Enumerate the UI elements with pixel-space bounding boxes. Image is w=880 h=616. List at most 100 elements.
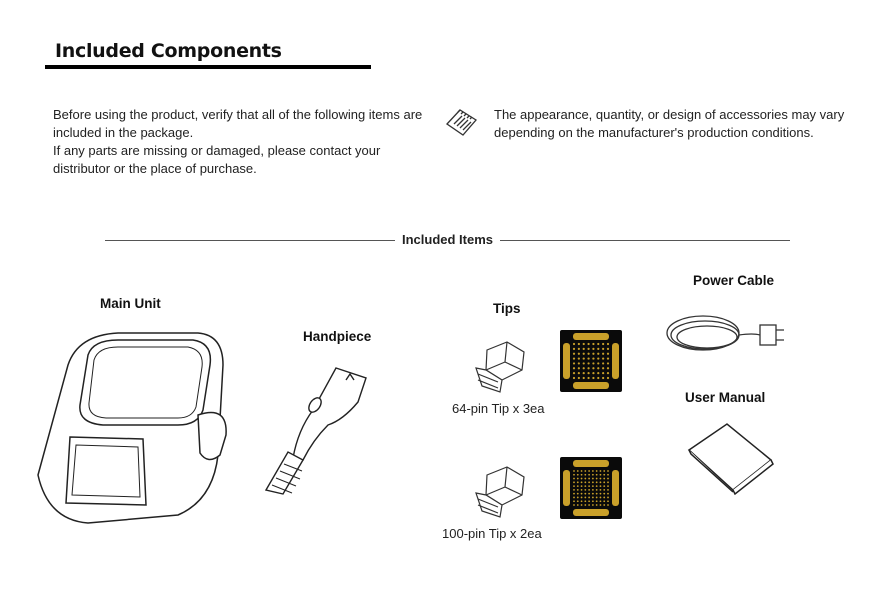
pin-dot	[602, 347, 605, 350]
pin-dot	[607, 477, 609, 480]
pin-dot	[584, 470, 587, 472]
pin-dot	[599, 485, 602, 488]
pin-dot	[577, 362, 580, 365]
pin-dot	[587, 342, 590, 346]
pin-dot	[607, 470, 609, 472]
divider-left	[105, 240, 395, 241]
power-cable-image	[666, 315, 784, 351]
pin-dot	[587, 362, 590, 365]
pin-dot	[591, 477, 594, 480]
pin-dot	[572, 347, 576, 350]
pin-dot	[576, 477, 579, 480]
pin-dot	[591, 488, 594, 491]
pin-dot	[607, 492, 609, 495]
pin-dot	[584, 477, 587, 480]
tip-100-caption: 100-pin Tip x 2ea	[442, 526, 542, 541]
pin-dot	[599, 492, 602, 495]
pin-dot	[597, 342, 600, 346]
pin-dot	[595, 485, 598, 488]
pin-dot	[595, 477, 598, 480]
pin-dot	[591, 473, 594, 476]
pin-dot	[602, 376, 605, 380]
pin-dot	[572, 372, 576, 375]
pin-dot	[607, 504, 609, 506]
pin-dot	[582, 362, 585, 365]
pin-dot	[584, 481, 587, 484]
pin-dot	[572, 352, 576, 355]
pin-dot	[587, 367, 590, 370]
pin-dot	[577, 372, 580, 375]
power-cable-label: Power Cable	[693, 273, 775, 288]
main-unit-label: Main Unit	[100, 296, 161, 311]
tip-64-image	[475, 341, 525, 393]
pin-dot	[603, 504, 606, 506]
pin-dot	[597, 357, 600, 360]
pin-dot	[603, 496, 606, 499]
pin-dot	[580, 488, 583, 491]
pin-dot	[599, 500, 602, 503]
pin-dot	[572, 376, 576, 380]
pin-dot	[603, 488, 606, 491]
pin-dot	[577, 347, 580, 350]
pin-dot	[592, 342, 595, 346]
pin-dot	[607, 500, 609, 503]
title-underline	[45, 65, 371, 69]
pin-dot	[592, 347, 595, 350]
pin-dot	[582, 367, 585, 370]
pin-dot	[602, 362, 605, 365]
pin-dot	[592, 362, 595, 365]
pin-dot	[580, 473, 583, 476]
pin-dot	[602, 367, 605, 370]
pin-dot	[572, 357, 576, 360]
pin-dot	[577, 376, 580, 380]
pin-dot	[595, 504, 598, 506]
pin-dot	[606, 357, 610, 360]
pin-dot	[599, 470, 602, 472]
pin-dot	[607, 481, 609, 484]
pin-dot	[606, 342, 610, 346]
pin-dot	[573, 477, 575, 480]
handpiece-label: Handpiece	[303, 329, 372, 344]
pin-dot	[576, 500, 579, 503]
pin-dot	[595, 470, 598, 472]
pin-dot	[577, 357, 580, 360]
intro-text: Before using the product, verify that al…	[53, 106, 433, 178]
pin-dot	[584, 500, 587, 503]
pin-dot	[602, 372, 605, 375]
tip-100-image	[475, 466, 525, 518]
pin-dot	[580, 470, 583, 472]
pin-dot	[603, 473, 606, 476]
pin-dot	[588, 504, 591, 506]
pin-dot	[588, 477, 591, 480]
pin-dot	[591, 470, 594, 472]
pin-dot	[584, 485, 587, 488]
note-text: The appearance, quantity, or design of a…	[494, 107, 845, 140]
pin-dot	[580, 477, 583, 480]
pin-dot	[573, 473, 575, 476]
pin-dot	[576, 481, 579, 484]
handpiece-image	[264, 367, 367, 495]
pin-dot	[603, 470, 606, 472]
pin-dot	[582, 372, 585, 375]
pin-dot	[602, 352, 605, 355]
pin-dot	[599, 496, 602, 499]
pin-dot	[576, 488, 579, 491]
pin-dot	[573, 504, 575, 506]
pin-dot	[573, 496, 575, 499]
pin-dot	[582, 357, 585, 360]
pin-dot	[576, 504, 579, 506]
pin-dot	[603, 485, 606, 488]
pin-dot	[576, 496, 579, 499]
pin-dot	[588, 481, 591, 484]
pin-dot	[595, 492, 598, 495]
pin-dot	[607, 496, 609, 499]
pin-dot	[577, 352, 580, 355]
pin-dot	[576, 473, 579, 476]
intro-line-1: Before using the product, verify that al…	[53, 107, 423, 140]
pin-dot	[607, 488, 609, 491]
pin-dot	[606, 362, 610, 365]
pin-dot	[591, 500, 594, 503]
pin-dot	[580, 500, 583, 503]
pin-dot	[587, 376, 590, 380]
